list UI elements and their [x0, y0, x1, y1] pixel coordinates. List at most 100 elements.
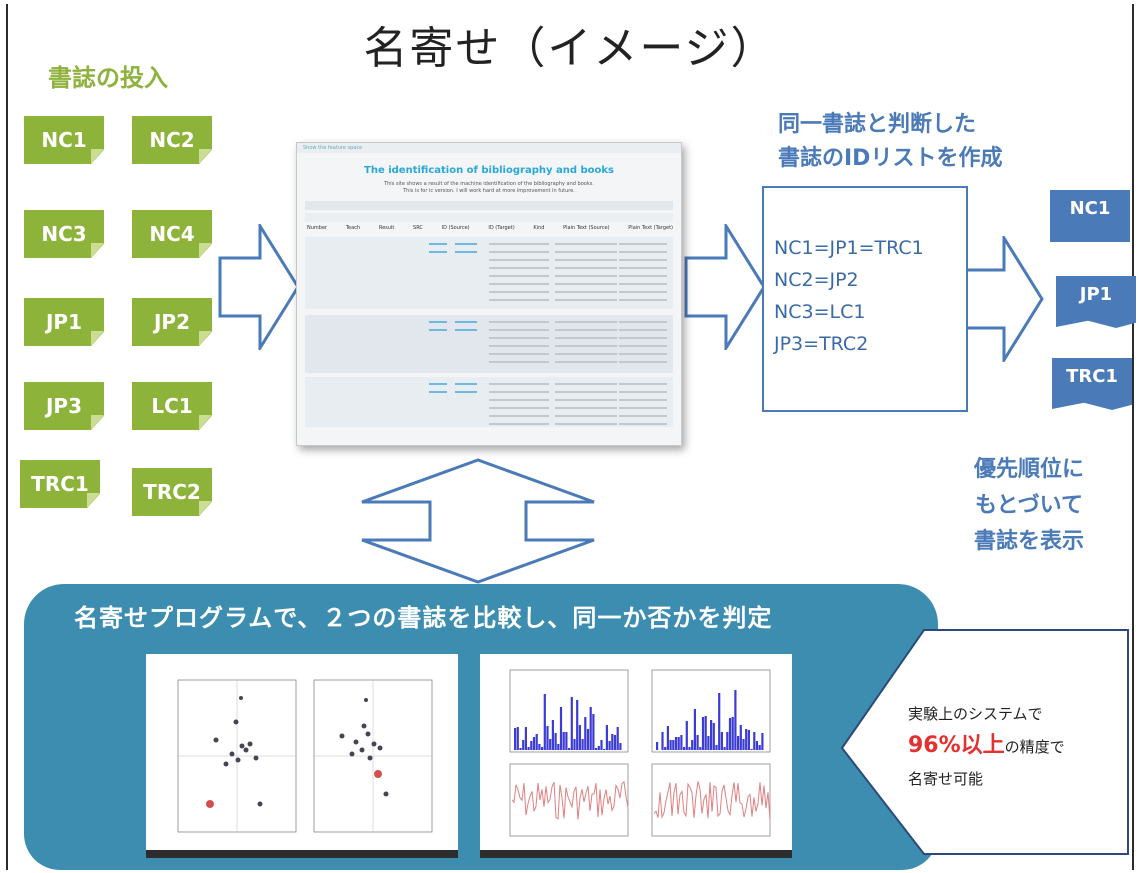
histogram-bar [693, 709, 696, 750]
histogram-bar [538, 744, 541, 750]
callout-line-3: 名寄せ可能 [908, 770, 984, 788]
text-line-placeholder [555, 329, 617, 331]
histogram-bar [600, 740, 603, 750]
text-line-placeholder [555, 353, 617, 355]
input-doc-nc3: NC3 [24, 210, 104, 258]
input-doc-trc1: TRC1 [20, 460, 100, 508]
histogram-bar [532, 737, 536, 750]
histogram-bar [750, 749, 753, 750]
text-line-placeholder [489, 407, 549, 409]
screenshot-options-bar[interactable] [305, 213, 673, 222]
output-doc-nc1: NC1 [1050, 190, 1130, 242]
histogram-bar [608, 741, 611, 750]
signal-line [511, 780, 629, 820]
screenshot-column-header: Plain Text (Target) [628, 225, 673, 231]
text-line-placeholder [555, 251, 617, 253]
screenshot-filter-bar[interactable] [305, 201, 673, 210]
screenshot-column-header: Number [307, 225, 328, 231]
histogram-bar [710, 720, 713, 750]
histogram-bar [674, 737, 678, 750]
histogram-bar [530, 741, 533, 750]
screenshot-link[interactable]: Show the feature space [297, 143, 681, 153]
arrow-right-icon [964, 236, 1044, 362]
histogram-bar [680, 735, 683, 750]
arrow-right-icon [218, 224, 300, 350]
slide-frame [6, 4, 1134, 870]
idlist-entry: NC1=JP1=TRC1 [774, 237, 924, 259]
text-line-placeholder [489, 391, 549, 393]
text-line-placeholder [489, 283, 549, 285]
text-line-placeholder [489, 399, 549, 401]
histogram-bar [704, 716, 707, 750]
histogram-bar [597, 746, 600, 750]
text-line-placeholder [489, 353, 549, 355]
text-line-placeholder [455, 251, 477, 253]
screenshot-subtitle: This site shows a result of the machine … [297, 181, 681, 195]
input-doc-jp2: JP2 [132, 298, 212, 346]
histogram-bar [720, 732, 723, 750]
histogram-bar [522, 740, 525, 750]
histogram-bar [707, 736, 710, 750]
web-screenshot: Show the feature space The identificatio… [296, 142, 682, 446]
text-line-placeholder [619, 321, 667, 323]
histogram-bar [731, 717, 734, 750]
text-line-placeholder [555, 391, 617, 393]
histogram-bar [586, 729, 590, 750]
histogram-bar [745, 729, 748, 750]
histogram-bar [742, 739, 745, 750]
text-line-placeholder [429, 391, 447, 393]
histogram-bar [576, 700, 579, 750]
input-heading: 書誌の投入 [48, 64, 168, 92]
output-doc-trc1: TRC1 [1052, 358, 1132, 410]
text-line-placeholder [489, 361, 549, 363]
text-line-placeholder [619, 415, 667, 417]
text-line-placeholder [429, 383, 447, 385]
histogram-bar [734, 690, 737, 750]
histogram-bar [685, 721, 688, 750]
text-line-placeholder [489, 329, 549, 331]
accuracy-highlight: 96%以上 [908, 733, 1005, 758]
callout-text: 実験上のシステムで 96%以上の精度で 名寄せ可能 [908, 698, 1065, 795]
text-line-placeholder [455, 243, 477, 245]
text-line-placeholder [489, 275, 549, 277]
scatter-plots-image [146, 654, 458, 858]
histogram-bar [739, 725, 742, 750]
input-doc-nc2: NC2 [132, 116, 212, 164]
priority-caption-line-3: 書誌を表示 [973, 529, 1084, 554]
histogram-bar [554, 733, 557, 750]
histogram-bar [546, 726, 549, 750]
text-line-placeholder [555, 299, 617, 301]
text-line-placeholder [489, 383, 549, 385]
text-line-placeholder [429, 251, 447, 253]
histogram-bar [664, 747, 667, 750]
histogram-bar [723, 747, 726, 750]
idlist-entry: JP3=TRC2 [774, 333, 869, 355]
text-line-placeholder [619, 423, 667, 425]
idlist-entry: NC2=JP2 [774, 269, 859, 291]
histogram-bar [755, 741, 759, 750]
histogram-bar [715, 745, 718, 750]
double-arrow-vertical-icon [361, 458, 595, 584]
histogram-bar [603, 749, 606, 750]
text-line-placeholder [489, 337, 549, 339]
histogram-bar [683, 747, 686, 750]
histogram-bar [562, 732, 565, 750]
screenshot-title: The identification of bibliography and b… [364, 165, 614, 176]
priority-caption: 優先順位に もとづいて 書誌を表示 [944, 452, 1114, 560]
text-line-placeholder [429, 243, 447, 245]
histogram-bar [753, 732, 756, 750]
callout-line-1: 実験上のシステムで [908, 705, 1043, 723]
callout-line-2: 96%以上の精度で [908, 730, 1065, 763]
histogram-bar [611, 734, 614, 750]
screenshot-subtitle-1: This site shows a result of the machine … [384, 181, 594, 187]
histogram-bar [541, 747, 544, 750]
text-line-placeholder [619, 267, 667, 269]
histogram-bar [672, 740, 675, 750]
histogram-bar [712, 723, 715, 750]
histogram-plots-graphic [480, 669, 792, 858]
text-line-placeholder [489, 291, 549, 293]
histogram-bar [589, 707, 592, 750]
text-line-placeholder [619, 299, 667, 301]
signal-line [653, 781, 771, 821]
